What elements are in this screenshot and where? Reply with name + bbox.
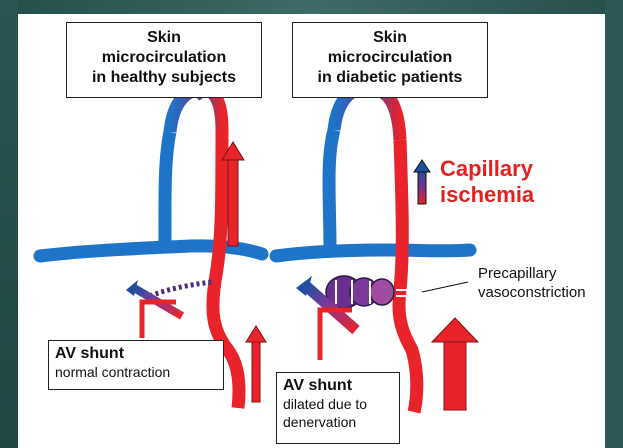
healthy-lower-arrow-shaft (252, 340, 260, 402)
diabetic-big-arrow-shaft (444, 340, 466, 410)
diabetic-shunt-line-1: dilated due to (283, 395, 393, 413)
diabetic-title-line-2: microcirculation (293, 48, 487, 68)
ischemia-indicator-arrow-head (414, 160, 430, 172)
diabetic-ascending-vein (329, 130, 334, 250)
precapillary-line-2: vasoconstriction (478, 283, 586, 302)
diabetic-artery (399, 140, 417, 412)
healthy-lower-arrow-head (246, 326, 266, 342)
capillary-ischemia-label: Capillary ischemia (440, 156, 534, 208)
diabetic-title-box: Skin microcirculation in diabetic patien… (292, 22, 488, 98)
healthy-av-shunt (150, 282, 212, 296)
healthy-shunt-heading: AV shunt (55, 345, 217, 363)
diabetic-title-line-1: Skin (293, 28, 487, 48)
healthy-title-line-3: in healthy subjects (67, 68, 261, 88)
diabetic-vessels (276, 89, 478, 412)
diabetic-title-line-3: in diabetic patients (293, 68, 487, 88)
healthy-vein (40, 246, 262, 256)
precapillary-callout-line (422, 282, 468, 292)
healthy-shunt-line-1: normal contraction (55, 363, 217, 381)
healthy-flow-arrow-shaft (228, 158, 238, 246)
healthy-title-box: Skin microcirculation in healthy subject… (66, 22, 262, 98)
precapillary-callout: Precapillary vasoconstriction (478, 264, 586, 302)
dilated-shunt-segment-3 (370, 279, 394, 305)
healthy-title-line-2: microcirculation (67, 48, 261, 68)
diabetic-big-arrow-head (432, 318, 478, 342)
diabetic-shunt-heading: AV shunt (283, 377, 393, 395)
diabetic-shunt-line-2: denervation (283, 413, 393, 431)
ischemia-indicator-arrow-shaft (418, 170, 426, 204)
healthy-ascending-vein (165, 132, 170, 250)
ischemia-line-1: Capillary (440, 156, 534, 182)
diabetic-av-shunt-box: AV shunt dilated due to denervation (276, 372, 400, 444)
diabetic-vein (276, 250, 470, 256)
healthy-av-shunt-box: AV shunt normal contraction (48, 340, 224, 390)
healthy-title-line-1: Skin (67, 28, 261, 48)
ischemia-line-2: ischemia (440, 182, 534, 208)
precapillary-line-1: Precapillary (478, 264, 586, 283)
